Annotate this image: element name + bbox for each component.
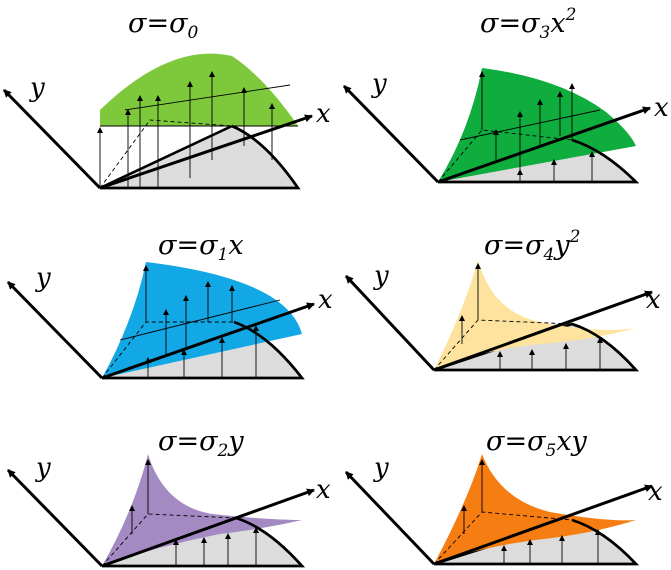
panel-sigma3-x2: σ=σ3x2 y x	[342, 5, 669, 184]
panel-sigma5-xy: σ=σ5xy y x	[344, 426, 663, 566]
y-axis-label: y	[373, 453, 389, 483]
y-axis-label: y	[29, 73, 45, 103]
stress-vectors	[143, 265, 259, 378]
x-axis-label: x	[646, 285, 661, 315]
equation-label: σ=σ4y2	[484, 227, 580, 265]
stress-surface	[434, 454, 636, 564]
panel-sigma0: σ=σ0 y x	[2, 8, 331, 190]
hidden-edge	[99, 119, 233, 189]
y-axis	[6, 280, 104, 380]
stress-surface	[438, 68, 636, 182]
x-axis	[101, 488, 315, 568]
y-axis-label: y	[371, 69, 387, 99]
stress-vectors	[461, 459, 601, 564]
hidden-edge	[101, 513, 237, 567]
x-axis-label: x	[648, 477, 663, 507]
equation-label: σ=σ2y	[158, 426, 244, 461]
stress-vectors	[129, 459, 259, 566]
x-axis	[101, 302, 315, 380]
stress-vectors	[479, 71, 595, 182]
base-outline	[102, 320, 305, 380]
x-axis-label: x	[654, 93, 669, 123]
x-axis	[433, 290, 653, 372]
equation-label: σ=σ0	[128, 8, 199, 43]
x-axis-label: x	[316, 475, 331, 505]
surface-grid-line	[459, 109, 601, 141]
y-axis-label: y	[35, 263, 51, 293]
x-axis-label: x	[318, 285, 333, 315]
base-outline	[434, 322, 639, 372]
panel-sigma2-y: σ=σ2y y x	[6, 426, 331, 568]
stress-surface	[102, 454, 302, 566]
base-outline	[100, 124, 301, 190]
y-axis	[342, 84, 440, 184]
y-axis-label: y	[373, 261, 389, 291]
equation-label: σ=σ3x2	[480, 5, 576, 43]
base-outline	[434, 518, 640, 566]
y-axis-label: y	[35, 453, 51, 483]
stress-surface-top	[100, 53, 298, 126]
surface-grid-line	[119, 299, 281, 341]
equation-label: σ=σ5xy	[486, 426, 588, 461]
equation-label: σ=σ1x	[158, 230, 244, 265]
base-outline	[102, 516, 305, 568]
stress-vectors	[459, 263, 603, 370]
panel-sigma4-y2: σ=σ4y2 y x	[344, 227, 661, 372]
surface-grid-line	[124, 84, 291, 111]
base-outline	[438, 138, 640, 184]
panel-sigma1-x: σ=σ1x y x	[6, 230, 333, 380]
y-axis	[2, 88, 102, 190]
x-axis	[437, 106, 651, 184]
stress-vectors	[97, 71, 275, 188]
y-axis	[344, 470, 436, 566]
y-axis	[6, 468, 104, 568]
stress-surface	[434, 260, 636, 370]
x-axis	[433, 484, 653, 566]
y-axis	[344, 274, 436, 372]
stress-surface	[102, 262, 302, 378]
x-axis	[99, 114, 313, 190]
hidden-edge	[437, 129, 573, 183]
x-axis-label: x	[316, 99, 331, 129]
